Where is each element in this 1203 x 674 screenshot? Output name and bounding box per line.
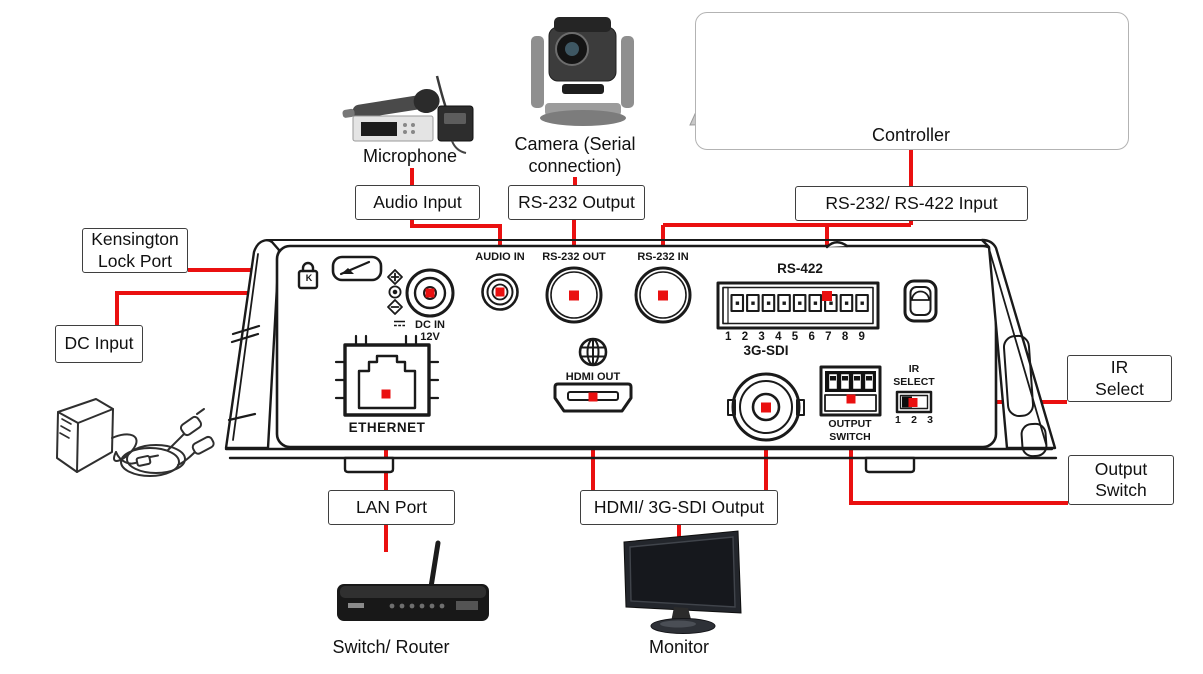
panel-face bbox=[275, 244, 998, 449]
power-adapter-illustration bbox=[56, 398, 215, 477]
access-cover bbox=[903, 279, 938, 323]
audio-in-port bbox=[481, 273, 519, 311]
output-switch-label: OUTPUT SWITCH bbox=[828, 418, 872, 444]
kensington-slot bbox=[331, 255, 383, 282]
callout-rs232-rs422-input: RS-232/ RS-422 Input bbox=[795, 186, 1028, 221]
sdi-label: 3G-SDI bbox=[743, 343, 789, 358]
rs422-label: RS-422 bbox=[777, 261, 823, 276]
camera-label: Camera (Serial connection) bbox=[514, 134, 636, 176]
switch-router-label: Switch/ Router bbox=[332, 637, 450, 657]
rs232-in-port bbox=[634, 266, 692, 324]
callout-lan-port: LAN Port bbox=[328, 490, 455, 525]
dc-in-label: DC IN 12V bbox=[390, 319, 470, 343]
callout-dc-input: DC Input bbox=[55, 325, 143, 363]
callout-rs232-output: RS-232 Output bbox=[508, 185, 645, 220]
callout-audio-input: Audio Input bbox=[355, 185, 480, 220]
callout-output-switch: Output Switch bbox=[1068, 455, 1174, 505]
output-switch-block bbox=[819, 365, 882, 417]
kensington-lock-icon bbox=[297, 261, 319, 290]
callout-kensington-lock-port: Kensington Lock Port bbox=[82, 228, 188, 273]
ethernet-port bbox=[334, 334, 440, 417]
router-illustration bbox=[337, 540, 489, 621]
kensington-k-glyph: K bbox=[305, 273, 313, 283]
ir-select-numbers: 1 2 3 bbox=[895, 414, 933, 426]
ir-select-label: IR SELECT bbox=[893, 363, 935, 389]
rs422-pin-numbers: 1 2 3 4 5 6 7 8 9 bbox=[725, 331, 865, 343]
ethernet-label: ETHERNET bbox=[348, 420, 426, 435]
red-connector-dots bbox=[381, 287, 918, 413]
panel-foot-right bbox=[864, 456, 916, 474]
monitor-illustration bbox=[623, 530, 742, 634]
microphone-illustration bbox=[342, 75, 474, 154]
rs232-out-port bbox=[545, 266, 603, 324]
panel-foot-left bbox=[343, 456, 395, 474]
callout-ir-select: IR Select bbox=[1067, 355, 1172, 402]
rs232-out-label: RS-232 OUT bbox=[542, 251, 606, 263]
camera-illustration bbox=[531, 17, 634, 126]
rs232-in-label: RS-232 IN bbox=[637, 251, 689, 263]
device-rear-panel bbox=[224, 238, 1058, 474]
ground-symbol-icon bbox=[578, 337, 608, 367]
dc-polarity-symbols bbox=[387, 269, 403, 315]
controller-label: Controller bbox=[871, 125, 951, 145]
ir-select-switch bbox=[895, 390, 933, 414]
rs422-terminal-block bbox=[716, 281, 880, 330]
callout-hdmi-sdi-output: HDMI/ 3G-SDI Output bbox=[580, 490, 778, 525]
audio-in-label: AUDIO IN bbox=[475, 251, 525, 263]
dc-symbol-icon bbox=[394, 320, 405, 327]
controller-group-frame bbox=[695, 12, 1129, 150]
monitor-label: Monitor bbox=[648, 637, 710, 657]
sdi-port bbox=[727, 372, 805, 442]
dc-in-port bbox=[405, 268, 455, 318]
panel-top-notch bbox=[825, 241, 849, 249]
microphone-label: Microphone bbox=[362, 146, 458, 166]
hdmi-out-label: HDMI OUT bbox=[565, 371, 621, 383]
